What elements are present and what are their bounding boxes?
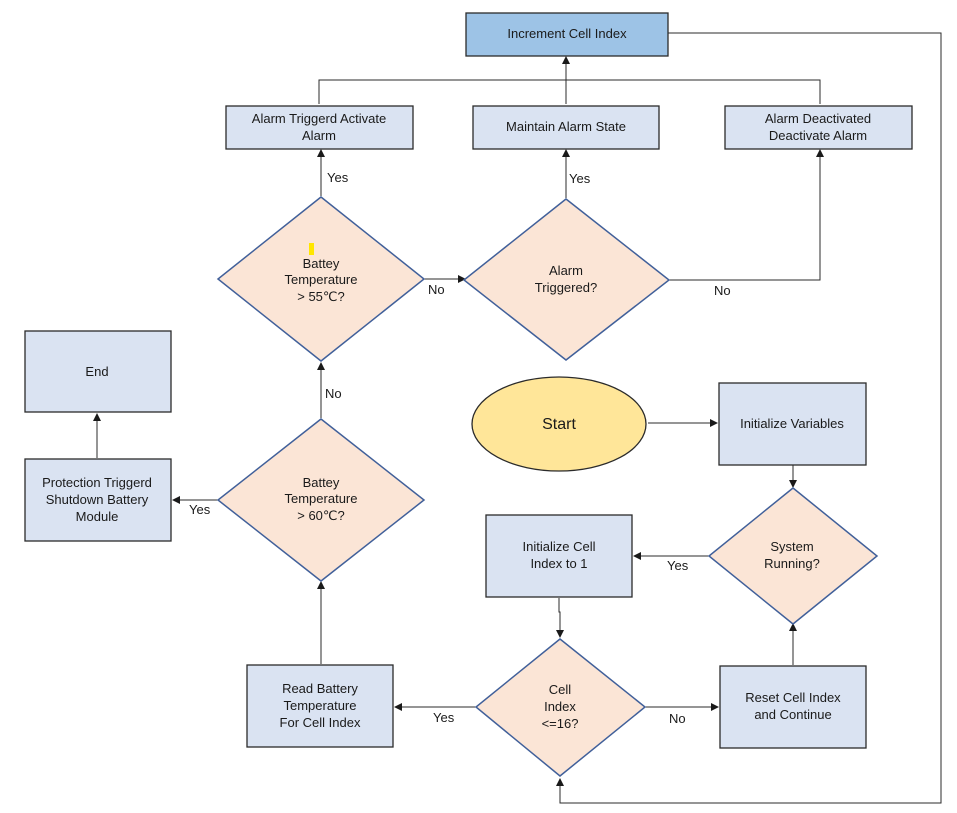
edge-increment-loop-to-cell-q (556, 32, 942, 804)
node-protection-triggered: Protection Triggerd Shutdown Battery Mod… (24, 458, 172, 542)
node-label-line2: Alarm (302, 128, 336, 143)
node-decision-temp-60: Battey Temperature > 60℃? (216, 418, 426, 582)
node-label-line1: Alarm Triggerd Activate (252, 111, 386, 126)
edge-label-system-yes: Yes (667, 558, 689, 573)
connectors (93, 32, 942, 804)
node-label-line1: Initialize Cell (523, 539, 596, 554)
node-label: End (85, 364, 108, 379)
node-decision-alarm-triggered: Alarm Triggered? (462, 198, 671, 361)
node-label-line1: Alarm Deactivated (765, 111, 871, 126)
node-reset-cell-index: Reset Cell Index and Continue (719, 665, 867, 749)
node-alarm-deactivated: Alarm Deactivated Deactivate Alarm (724, 105, 913, 150)
node-label-line1: Alarm (549, 263, 583, 278)
node-increment-cell-index: Increment Cell Index (465, 12, 669, 57)
edge-labels: Yes Yes No No No Yes Yes Yes No (189, 170, 731, 726)
node-end: End (24, 330, 172, 413)
node-label: Start (542, 416, 576, 433)
node-label-line3: > 60℃? (297, 508, 345, 523)
edge-label-temp60-no: No (325, 386, 342, 401)
node-label-line2: Index (544, 699, 576, 714)
node-maintain-alarm-state: Maintain Alarm State (472, 105, 660, 150)
node-label-line2: and Continue (754, 707, 831, 722)
node-decision-system-running: System Running? (707, 487, 879, 625)
edge-label-cell-no: No (669, 711, 686, 726)
node-label-line1: System (770, 539, 813, 554)
node-label-line2: Index to 1 (530, 556, 587, 571)
edge-label-temp55-yes: Yes (327, 170, 349, 185)
edge-label-cell-yes: Yes (433, 710, 455, 725)
highlight-mark (309, 243, 314, 255)
node-label-line1: Cell (549, 682, 572, 697)
node-label-line2: Running? (764, 556, 820, 571)
edge-label-alarm-q-yes: Yes (569, 171, 591, 186)
edge-alarm-q-to-deactivate (669, 149, 824, 281)
node-start: Start (471, 376, 647, 472)
node-label-line3: Module (76, 509, 119, 524)
node-label-line1: Read Battery (282, 681, 358, 696)
node-label-line1: Protection Triggerd (42, 475, 152, 490)
node-label: Maintain Alarm State (506, 119, 626, 134)
node-label-line1: Reset Cell Index (745, 690, 841, 705)
node-label-line2: Shutdown Battery (46, 492, 149, 507)
edge-alarm-activate-to-merge (318, 79, 566, 104)
node-label: Increment Cell Index (507, 26, 627, 41)
node-label-line2: Triggered? (535, 280, 597, 295)
node-label-line1: Battey (303, 475, 340, 490)
node-label-line3: <=16? (542, 716, 579, 731)
node-label: Initialize Variables (740, 416, 844, 431)
edge-label-alarm-q-no: No (714, 283, 731, 298)
node-read-battery-temperature: Read Battery Temperature For Cell Index (246, 664, 394, 748)
node-alarm-triggered-activate: Alarm Triggerd Activate Alarm (225, 105, 414, 150)
node-decision-temp-55: Battey Temperature > 55℃? (216, 196, 426, 362)
node-label-line2: Temperature (285, 272, 358, 287)
node-initialize-cell-index: Initialize Cell Index to 1 (485, 514, 633, 598)
edge-label-temp60-yes: Yes (189, 502, 211, 517)
node-label-line2: Temperature (285, 491, 358, 506)
node-label-line3: > 55℃? (297, 289, 345, 304)
node-label-line2: Temperature (284, 698, 357, 713)
edge-init-cell-to-cell-q (556, 598, 564, 638)
node-initialize-variables: Initialize Variables (718, 382, 867, 466)
node-label-line2: Deactivate Alarm (769, 128, 867, 143)
node-decision-cell-index: Cell Index <=16? (474, 638, 647, 777)
edge-label-temp55-no: No (428, 282, 445, 297)
node-label-line3: For Cell Index (280, 715, 361, 730)
edge-deactivate-to-merge (566, 79, 821, 104)
node-label-line1: Battey (303, 256, 340, 271)
